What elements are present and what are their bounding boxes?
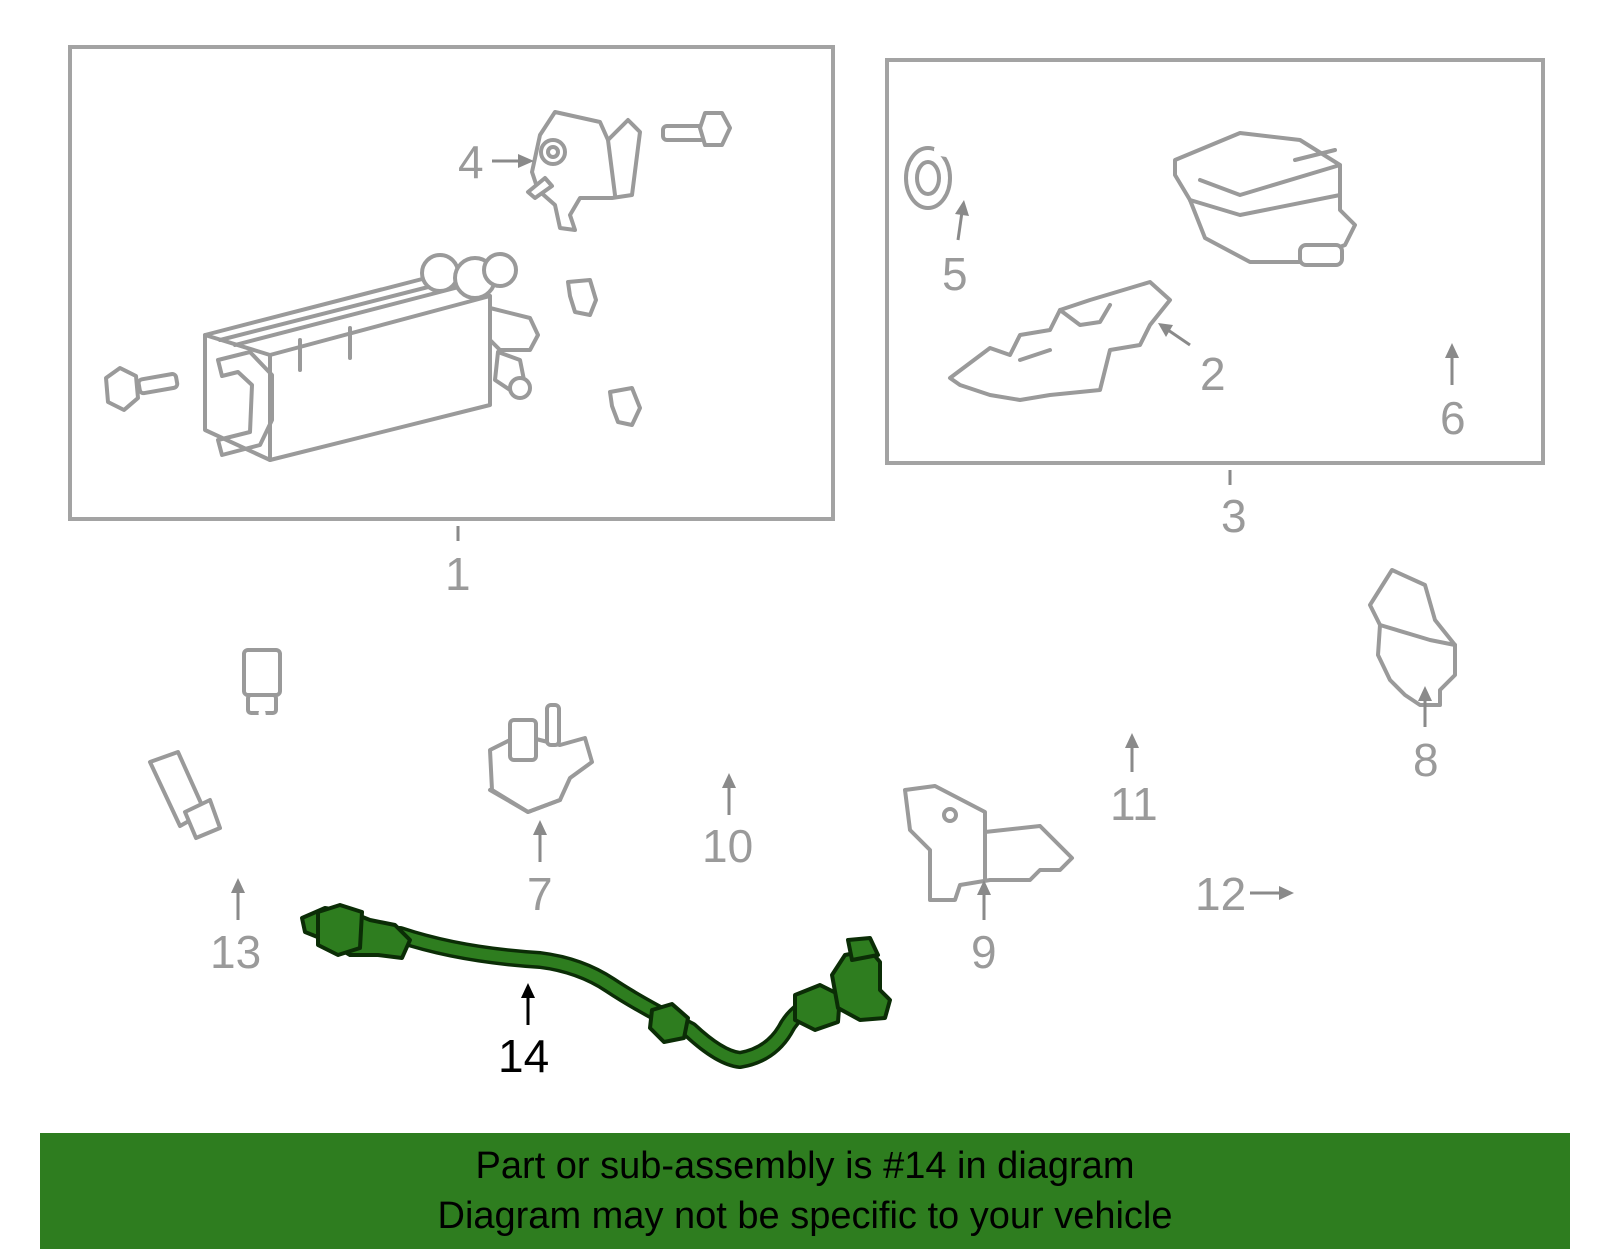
part-14-oxygen-sensor-highlighted[interactable] — [300, 903, 892, 1069]
fuel-vapor-tank — [1173, 131, 1357, 267]
part-8-vsv[interactable] — [1368, 568, 1457, 707]
callout-12[interactable]: 12 — [1195, 868, 1246, 920]
banner-line-1: Part or sub-assembly is #14 in diagram — [475, 1145, 1135, 1187]
part-4-vsv[interactable] — [526, 110, 642, 232]
part-info-banner: Part or sub-assembly is #14 in diagram D… — [40, 1133, 1570, 1249]
bolt-small-top — [661, 111, 732, 147]
part-6-hose[interactable] — [1379, 284, 1496, 330]
callout-2[interactable]: 2 — [1200, 348, 1226, 400]
part-13-oxygen-sensor[interactable] — [148, 648, 282, 867]
canister-hose — [566, 275, 802, 427]
part-5-filler-hose[interactable] — [904, 101, 1156, 210]
part-10-hose[interactable] — [534, 638, 763, 773]
callout-6[interactable]: 6 — [1440, 392, 1466, 444]
callout-4[interactable]: 4 — [458, 136, 484, 188]
callout-14[interactable]: 14 — [498, 1030, 549, 1082]
part-11-hose[interactable] — [843, 651, 1217, 767]
callout-8[interactable]: 8 — [1413, 734, 1439, 786]
banner-line-2: Diagram may not be specific to your vehi… — [437, 1195, 1173, 1237]
callout-11[interactable]: 11 — [1110, 778, 1158, 830]
callout-1[interactable]: 1 — [445, 548, 471, 600]
assembly-box-3 — [885, 58, 1545, 465]
callout-7[interactable]: 7 — [527, 868, 553, 920]
part-7-vsv[interactable] — [488, 703, 594, 814]
callout-13[interactable]: 13 — [210, 926, 261, 978]
part-12-hose[interactable] — [1291, 713, 1409, 1067]
part-1-charcoal-canister[interactable] — [203, 252, 540, 462]
leader-lines — [231, 154, 1459, 1025]
part-9-bracket[interactable] — [903, 784, 1074, 902]
part-2-bracket[interactable] — [948, 280, 1172, 402]
callout-9[interactable]: 9 — [971, 926, 997, 978]
callout-10[interactable]: 10 — [702, 820, 753, 872]
bolt-canister-left — [104, 366, 180, 412]
assembly-box-1 — [68, 45, 835, 521]
callout-5[interactable]: 5 — [942, 248, 968, 300]
callout-3[interactable]: 3 — [1221, 490, 1247, 542]
